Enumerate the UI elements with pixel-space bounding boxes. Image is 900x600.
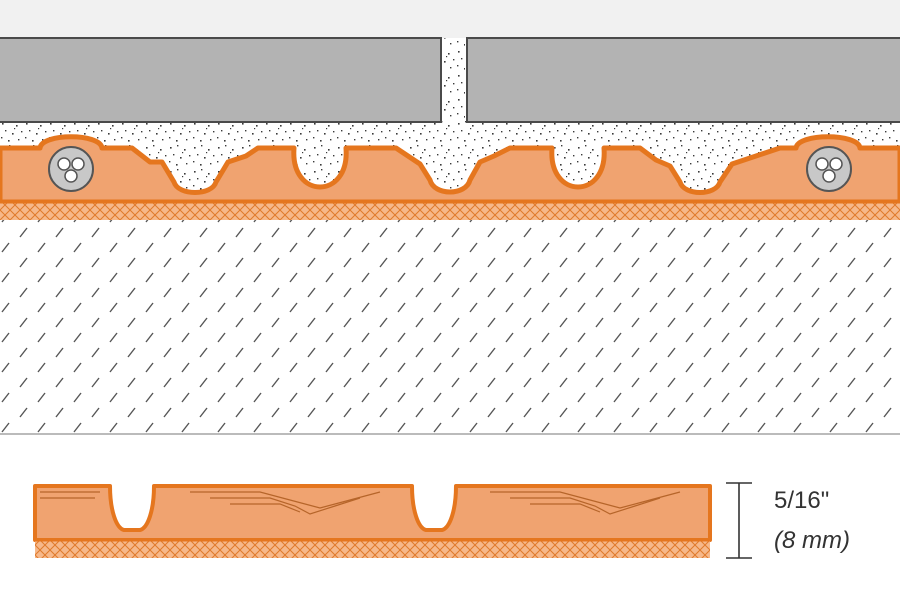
substrate-layer	[0, 220, 900, 434]
tile-left	[0, 37, 442, 123]
top-background-strip	[0, 0, 900, 38]
anchoring-fleece-detail	[35, 540, 710, 558]
anchoring-fleece-upper	[0, 202, 900, 220]
heating-cable-icon	[806, 146, 852, 192]
heating-cable-icon	[48, 146, 94, 192]
tile-right	[466, 37, 900, 123]
dimension-bracket-icon	[726, 482, 752, 559]
uncoupling-membrane-upper	[0, 134, 900, 205]
dimension-label-metric: (8 mm)	[774, 527, 850, 554]
grout-joint	[443, 38, 465, 124]
membrane-detail-ridges	[40, 491, 681, 515]
uncoupling-membrane-detail	[33, 484, 712, 542]
dimension-label-imperial: 5/16"	[774, 487, 830, 514]
